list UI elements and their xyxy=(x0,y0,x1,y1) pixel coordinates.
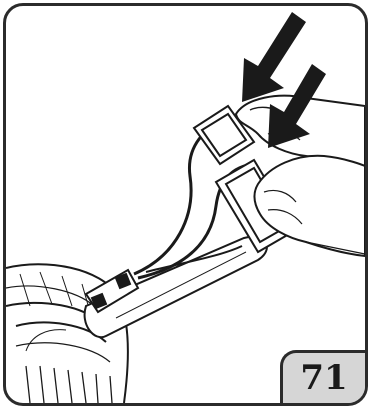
installation-illustration xyxy=(6,6,365,403)
press-arrow-icon xyxy=(242,12,306,102)
figure-number-badge: 71 xyxy=(280,350,365,403)
illustration-frame: 71 xyxy=(3,3,368,406)
